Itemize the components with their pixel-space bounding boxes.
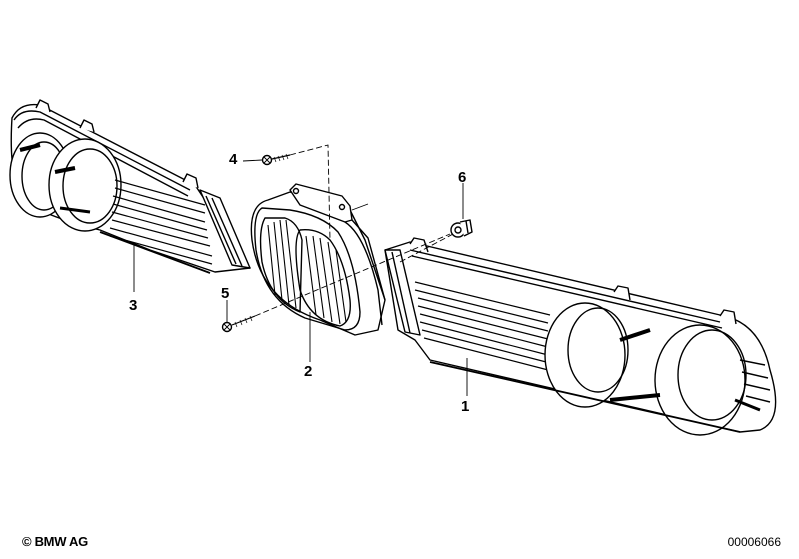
part-3-left-grille[interactable] (9, 99, 251, 274)
part-2-kidney-grille[interactable] (250, 183, 386, 336)
leader-lines (133, 144, 468, 396)
part-5-screw[interactable] (221, 315, 256, 333)
part-6-clip-nut[interactable] (450, 219, 473, 238)
copyright-label: © BMW AG (22, 534, 88, 549)
callout-4: 4 (229, 151, 238, 168)
callout-3: 3 (129, 297, 138, 314)
diagram-number: 00006066 (727, 535, 781, 549)
callout-5: 5 (221, 285, 230, 302)
part-4-screw[interactable] (261, 153, 291, 166)
callout-6: 6 (458, 169, 467, 186)
callout-2: 2 (304, 363, 313, 380)
callout-1: 1 (461, 398, 470, 415)
part-1-right-grille[interactable] (384, 237, 777, 436)
